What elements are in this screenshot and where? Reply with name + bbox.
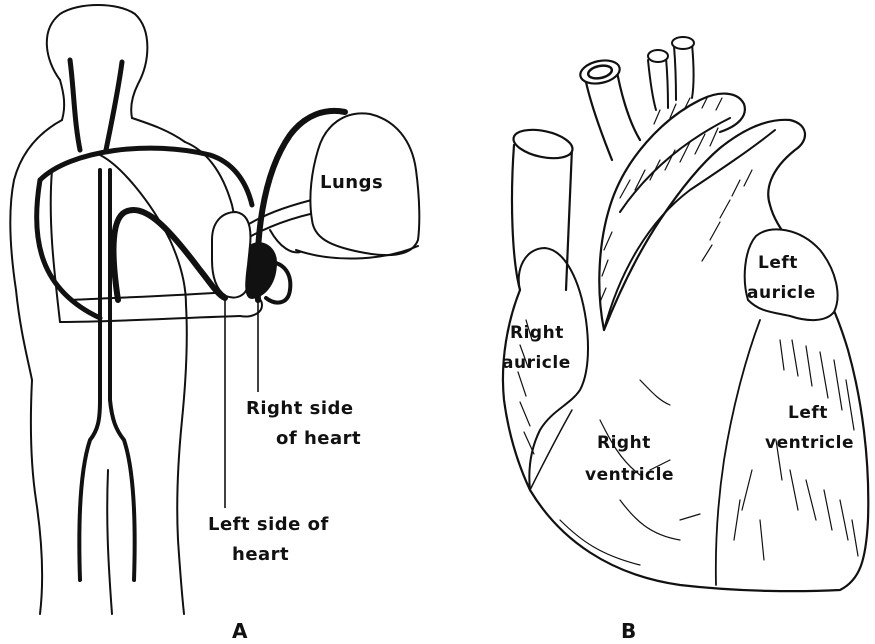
right-ventricle-label-line2: ventricle (585, 465, 674, 485)
blood-vessels (37, 60, 345, 580)
right-side-heart-label-line1: Right side (246, 398, 354, 419)
right-auricle-label-line2: auricle (502, 353, 571, 373)
right-side-heart-label-line2: of heart (276, 428, 361, 449)
left-side-heart-label-line2: heart (232, 544, 289, 565)
figure-b: Left auricle Right auricle Right ventric… (502, 37, 868, 643)
left-auricle-label-line2: auricle (747, 283, 816, 303)
figure-a: Lungs Right side of heart Left side of h… (10, 5, 419, 643)
right-ventricle-label-line1: Right (597, 433, 651, 453)
heart-a (212, 212, 276, 298)
left-ventricle-label-line2: ventricle (765, 433, 854, 453)
left-side-heart-label-line1: Left side of (208, 514, 329, 535)
lungs-label: Lungs (320, 172, 383, 193)
figure-a-caption: A (232, 619, 248, 643)
left-ventricle-label-line1: Left (788, 403, 828, 423)
figure-b-caption: B (621, 619, 637, 643)
right-auricle-label-line1: Right (510, 323, 564, 343)
left-auricle-label-line1: Left (758, 253, 798, 273)
